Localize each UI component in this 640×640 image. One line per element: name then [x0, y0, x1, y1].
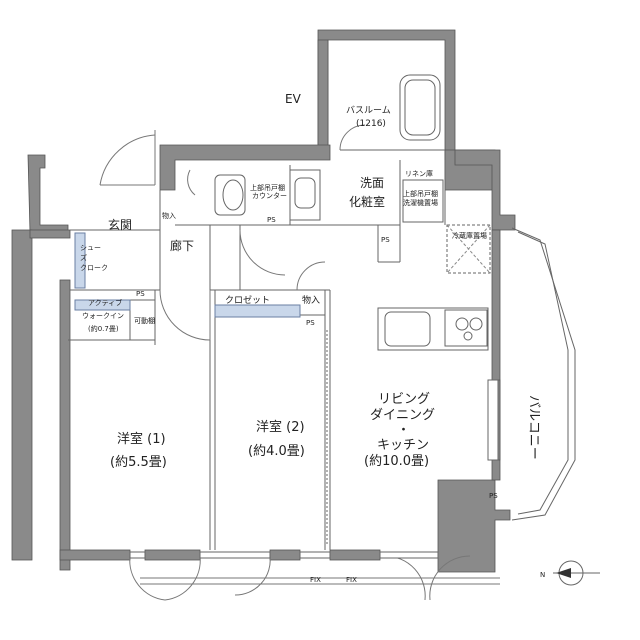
washroom-label-2: 化粧室 — [349, 194, 385, 209]
room1-size: (約5.5畳) — [110, 455, 167, 470]
ps-3: PS — [306, 319, 315, 327]
storage-1-label: 物入 — [162, 211, 176, 220]
active-walkin-label: アクティブ — [88, 298, 122, 307]
shoes-closet-label: シュー — [80, 244, 101, 252]
washer-label: 洗濯機置場 — [403, 198, 438, 207]
counter-label: カウンター — [252, 191, 287, 200]
movable-shelf-label: 可動棚 — [134, 316, 155, 325]
washroom-label: 洗面 — [360, 176, 384, 190]
storage-2-label: 物入 — [302, 294, 320, 306]
ldk-label-2: ダイニング — [370, 408, 435, 423]
active-walkin-size: (約0.7畳) — [88, 324, 119, 333]
ps-2: PS — [267, 216, 276, 224]
bathroom-size: (1216) — [356, 119, 386, 129]
ps-5: PS — [489, 492, 498, 500]
entrance-label: 玄関 — [108, 217, 132, 232]
compass — [553, 560, 600, 586]
shoes-closet-label-2: ズ — [80, 253, 87, 262]
balcony-label: バルコニー — [526, 395, 541, 460]
room1-name: 洋室 (1) — [117, 431, 166, 447]
room2-size: (約4.0畳) — [248, 444, 305, 459]
exterior-walls — [11, 29, 516, 573]
doors — [99, 124, 471, 601]
closet-label: クロゼット — [225, 294, 270, 306]
ldk-size: (約10.0畳) — [364, 454, 429, 469]
bathroom-label: バスルーム — [346, 105, 391, 116]
upper-cabinet-label: 上部吊戸棚 — [250, 183, 285, 192]
fix-2: FIX — [346, 576, 357, 584]
linen-label: リネン庫 — [405, 169, 433, 178]
ldk-label-4: キッチン — [377, 438, 429, 453]
active-walkin-label-2: ウォークイン — [82, 312, 124, 320]
ldk-label-3: ・ — [397, 423, 410, 438]
fridge-label: 冷蔵庫置場 — [452, 231, 487, 240]
ps-1: PS — [136, 290, 145, 298]
upper-shelf-label: 上部吊戸棚 — [403, 189, 438, 198]
shoes-closet-label-3: クローク — [80, 264, 108, 272]
ps-4: PS — [381, 236, 390, 244]
north-label: N — [540, 571, 545, 579]
fix-1: FIX — [310, 576, 321, 584]
ev-label: EV — [285, 92, 302, 106]
labels: EV バスルーム (1216) 洗面 化粧室 リネン庫 上部吊戸棚 洗濯機置場 … — [80, 92, 545, 584]
ldk-label-1: リビング — [378, 392, 430, 407]
fixtures — [74, 74, 576, 585]
corridor-label: 廊下 — [170, 238, 194, 253]
room2-name: 洋室 (2) — [256, 419, 305, 435]
